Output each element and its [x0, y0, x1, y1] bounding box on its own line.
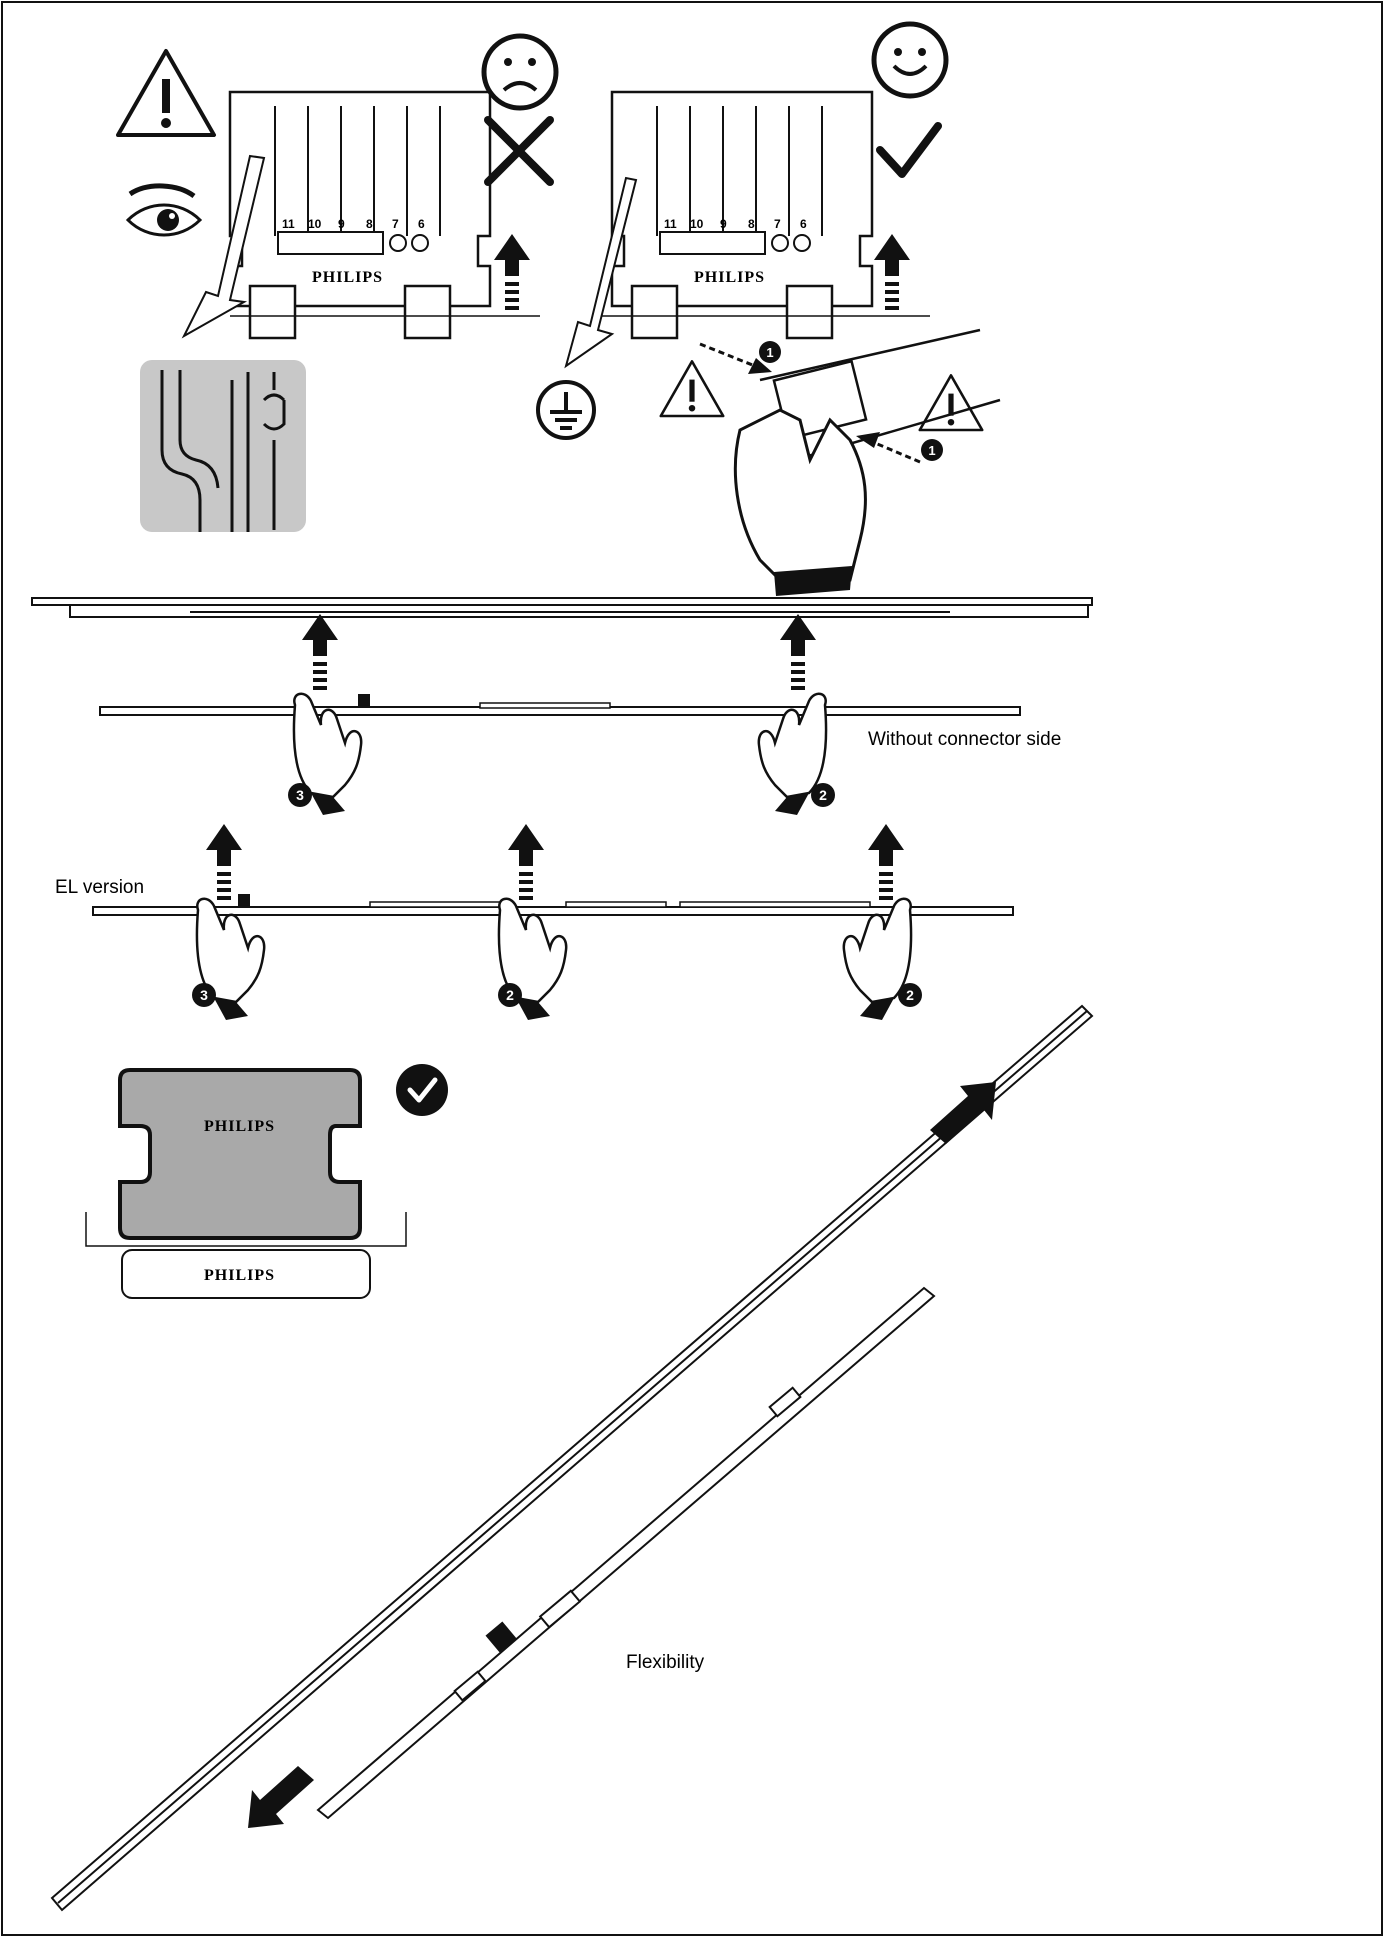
svg-text:1: 1 — [766, 345, 773, 360]
svg-text:6: 6 — [800, 217, 807, 231]
brand-label-cover: PHILIPS — [204, 1118, 275, 1135]
connector-wrong — [228, 90, 492, 340]
terminal-numbers-correct: 11 10 9 8 7 6 — [664, 217, 807, 231]
step-badge-2: 2 — [898, 983, 922, 1007]
arrow-down-left-icon — [248, 1766, 314, 1828]
svg-text:7: 7 — [774, 217, 781, 231]
svg-text:8: 8 — [366, 217, 373, 231]
svg-text:1: 1 — [928, 443, 935, 458]
step-badge-2: 2 — [811, 783, 835, 807]
arrow-up-icon — [508, 824, 544, 900]
zoom-detail-panel — [140, 360, 306, 532]
flexibility-label: Flexibility — [626, 1652, 705, 1673]
svg-text:9: 9 — [720, 217, 727, 231]
hollow-arrow-icon — [564, 176, 638, 369]
eye-icon — [125, 183, 203, 237]
luminaire-diagonal — [50, 1004, 1094, 1912]
cross-icon — [484, 116, 554, 186]
arrow-up-right-icon — [930, 1082, 996, 1144]
svg-text:2: 2 — [906, 987, 914, 1003]
step-badge-2: 2 — [498, 983, 522, 1007]
svg-text:3: 3 — [200, 987, 208, 1003]
arrow-up-icon — [494, 234, 530, 310]
arrow-up-icon — [868, 824, 904, 900]
svg-text:8: 8 — [748, 217, 755, 231]
svg-text:2: 2 — [506, 987, 514, 1003]
svg-text:7: 7 — [392, 217, 399, 231]
end-cap-cover — [85, 1068, 407, 1299]
el-version-label: EL version — [55, 877, 144, 898]
step-badge-3: 3 — [288, 783, 312, 807]
ground-symbol-icon — [536, 380, 596, 440]
svg-text:9: 9 — [338, 217, 345, 231]
arrow-up-icon — [302, 614, 338, 690]
hand-icon — [733, 408, 867, 596]
without-connector-side-label: Without connector side — [868, 729, 1061, 750]
svg-text:11: 11 — [282, 217, 295, 231]
svg-text:10: 10 — [690, 217, 704, 231]
sad-face-icon — [481, 33, 559, 111]
arrow-up-icon — [206, 824, 242, 900]
arrow-up-icon — [874, 234, 910, 310]
brand-label-base: PHILIPS — [204, 1267, 275, 1284]
warning-triangle-icon — [116, 49, 216, 137]
svg-text:6: 6 — [418, 217, 425, 231]
mounting-rail — [31, 597, 1093, 618]
driver-module — [485, 1621, 517, 1653]
warning-triangle-icon — [659, 360, 725, 418]
svg-text:11: 11 — [664, 217, 677, 231]
terminal-numbers-wrong: 11 10 9 8 7 6 — [282, 217, 425, 231]
svg-text:10: 10 — [308, 217, 322, 231]
hollow-arrow-icon — [181, 154, 266, 339]
check-circle-icon — [396, 1064, 448, 1116]
svg-text:2: 2 — [819, 787, 827, 803]
step-badge-3: 3 — [192, 983, 216, 1007]
brand-label-wrong: PHILIPS — [312, 269, 383, 286]
brand-label-correct: PHILIPS — [694, 269, 765, 286]
happy-face-icon — [871, 21, 949, 99]
svg-text:3: 3 — [296, 787, 304, 803]
step-one-arrow-top: 1 — [699, 341, 781, 374]
step-one-arrow-bottom: 1 — [856, 432, 943, 464]
arrow-up-icon — [780, 614, 816, 690]
connector-correct — [610, 90, 874, 340]
check-icon — [876, 122, 942, 178]
gear-tray-without-connector — [99, 694, 1021, 716]
